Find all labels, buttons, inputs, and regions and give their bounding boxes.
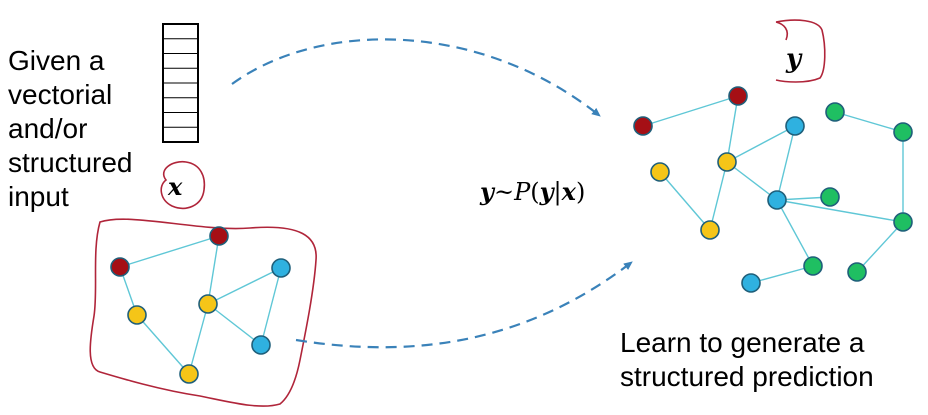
output-graph-nodes — [633, 86, 913, 293]
input-description-line: structured — [8, 147, 133, 178]
input-graph-edge — [119, 235, 220, 268]
input-graph-edge — [188, 303, 209, 375]
output-graph-node-cyan — [767, 190, 787, 210]
output-graph-edge — [856, 221, 904, 273]
output-graph — [633, 86, 913, 293]
output-graph-node-green — [803, 256, 823, 276]
input-graph-edge — [260, 267, 282, 346]
output-graph-edge — [659, 171, 711, 231]
output-graph-node-green — [893, 212, 913, 232]
formula-x-arg: x — [561, 177, 576, 206]
input-graph-outline-annotation — [89, 218, 317, 407]
input-graph-node-red — [209, 226, 229, 246]
input-description-line: and/or — [8, 113, 88, 144]
probability-formula: y~P(y|x) — [480, 177, 585, 206]
output-graph-edge — [726, 125, 796, 163]
output-description: Learn to generate a structured predictio… — [620, 326, 874, 394]
x-symbol: x — [168, 172, 183, 201]
output-description-line: structured prediction — [620, 361, 874, 392]
output-description-line: Learn to generate a — [620, 327, 865, 358]
output-graph-edge — [709, 161, 728, 231]
output-graph-node-green — [820, 187, 840, 207]
output-graph-node-yellow — [700, 220, 720, 240]
input-graph-node-cyan — [271, 258, 291, 278]
arrow-graph-to-output — [295, 261, 633, 349]
output-graph-edge — [776, 199, 904, 223]
output-graph-edge — [834, 111, 904, 133]
input-vector — [162, 23, 199, 143]
input-graph-node-cyan — [251, 335, 271, 355]
formula-p: P — [514, 178, 531, 206]
output-graph-node-cyan — [785, 116, 805, 136]
x-circle-annotation — [160, 160, 206, 210]
output-graph-edge — [726, 95, 739, 163]
output-graph-edge — [776, 199, 814, 267]
input-description-line: Given a — [8, 45, 105, 76]
input-graph-edge — [136, 314, 190, 375]
output-graph-node-cyan — [741, 273, 761, 293]
output-graph-node-red — [728, 86, 748, 106]
input-graph-edge — [207, 267, 282, 305]
input-graph-nodes — [110, 226, 291, 384]
formula-open-paren: ( — [530, 178, 540, 206]
formula-tilde: ~ — [493, 178, 515, 206]
output-graph-edge — [726, 161, 778, 201]
output-graph-edges — [642, 95, 904, 284]
output-graph-node-green — [847, 262, 867, 282]
arrow-vector-to-output — [231, 38, 601, 117]
input-graph-node-yellow — [179, 364, 199, 384]
formula-close-paren: ) — [575, 178, 586, 206]
output-graph-edge — [750, 265, 814, 284]
input-graph-edge — [207, 235, 220, 305]
output-graph-node-green — [825, 102, 845, 122]
output-graph-node-yellow — [717, 152, 737, 172]
output-graph-node-red — [633, 116, 653, 136]
input-graph-node-yellow — [127, 305, 147, 325]
input-graph — [110, 226, 291, 384]
output-graph-node-green — [893, 122, 913, 142]
input-graph-edge — [207, 303, 262, 346]
input-description: Given a vectorial and/or structured inpu… — [8, 44, 158, 214]
y-symbol: y — [786, 44, 802, 74]
input-graph-node-red — [110, 257, 130, 277]
formula-bar: | — [553, 178, 562, 206]
output-graph-node-yellow — [650, 162, 670, 182]
input-description-line: vectorial — [8, 79, 113, 110]
y-box-annotation — [775, 19, 826, 83]
input-graph-node-yellow — [198, 294, 218, 314]
output-graph-edge — [776, 125, 796, 201]
output-graph-edge — [642, 95, 739, 127]
formula-y: y — [480, 177, 494, 206]
input-vector-cells — [163, 38, 198, 128]
formula-y-arg: y — [539, 177, 554, 206]
input-description-line: input — [8, 181, 69, 212]
